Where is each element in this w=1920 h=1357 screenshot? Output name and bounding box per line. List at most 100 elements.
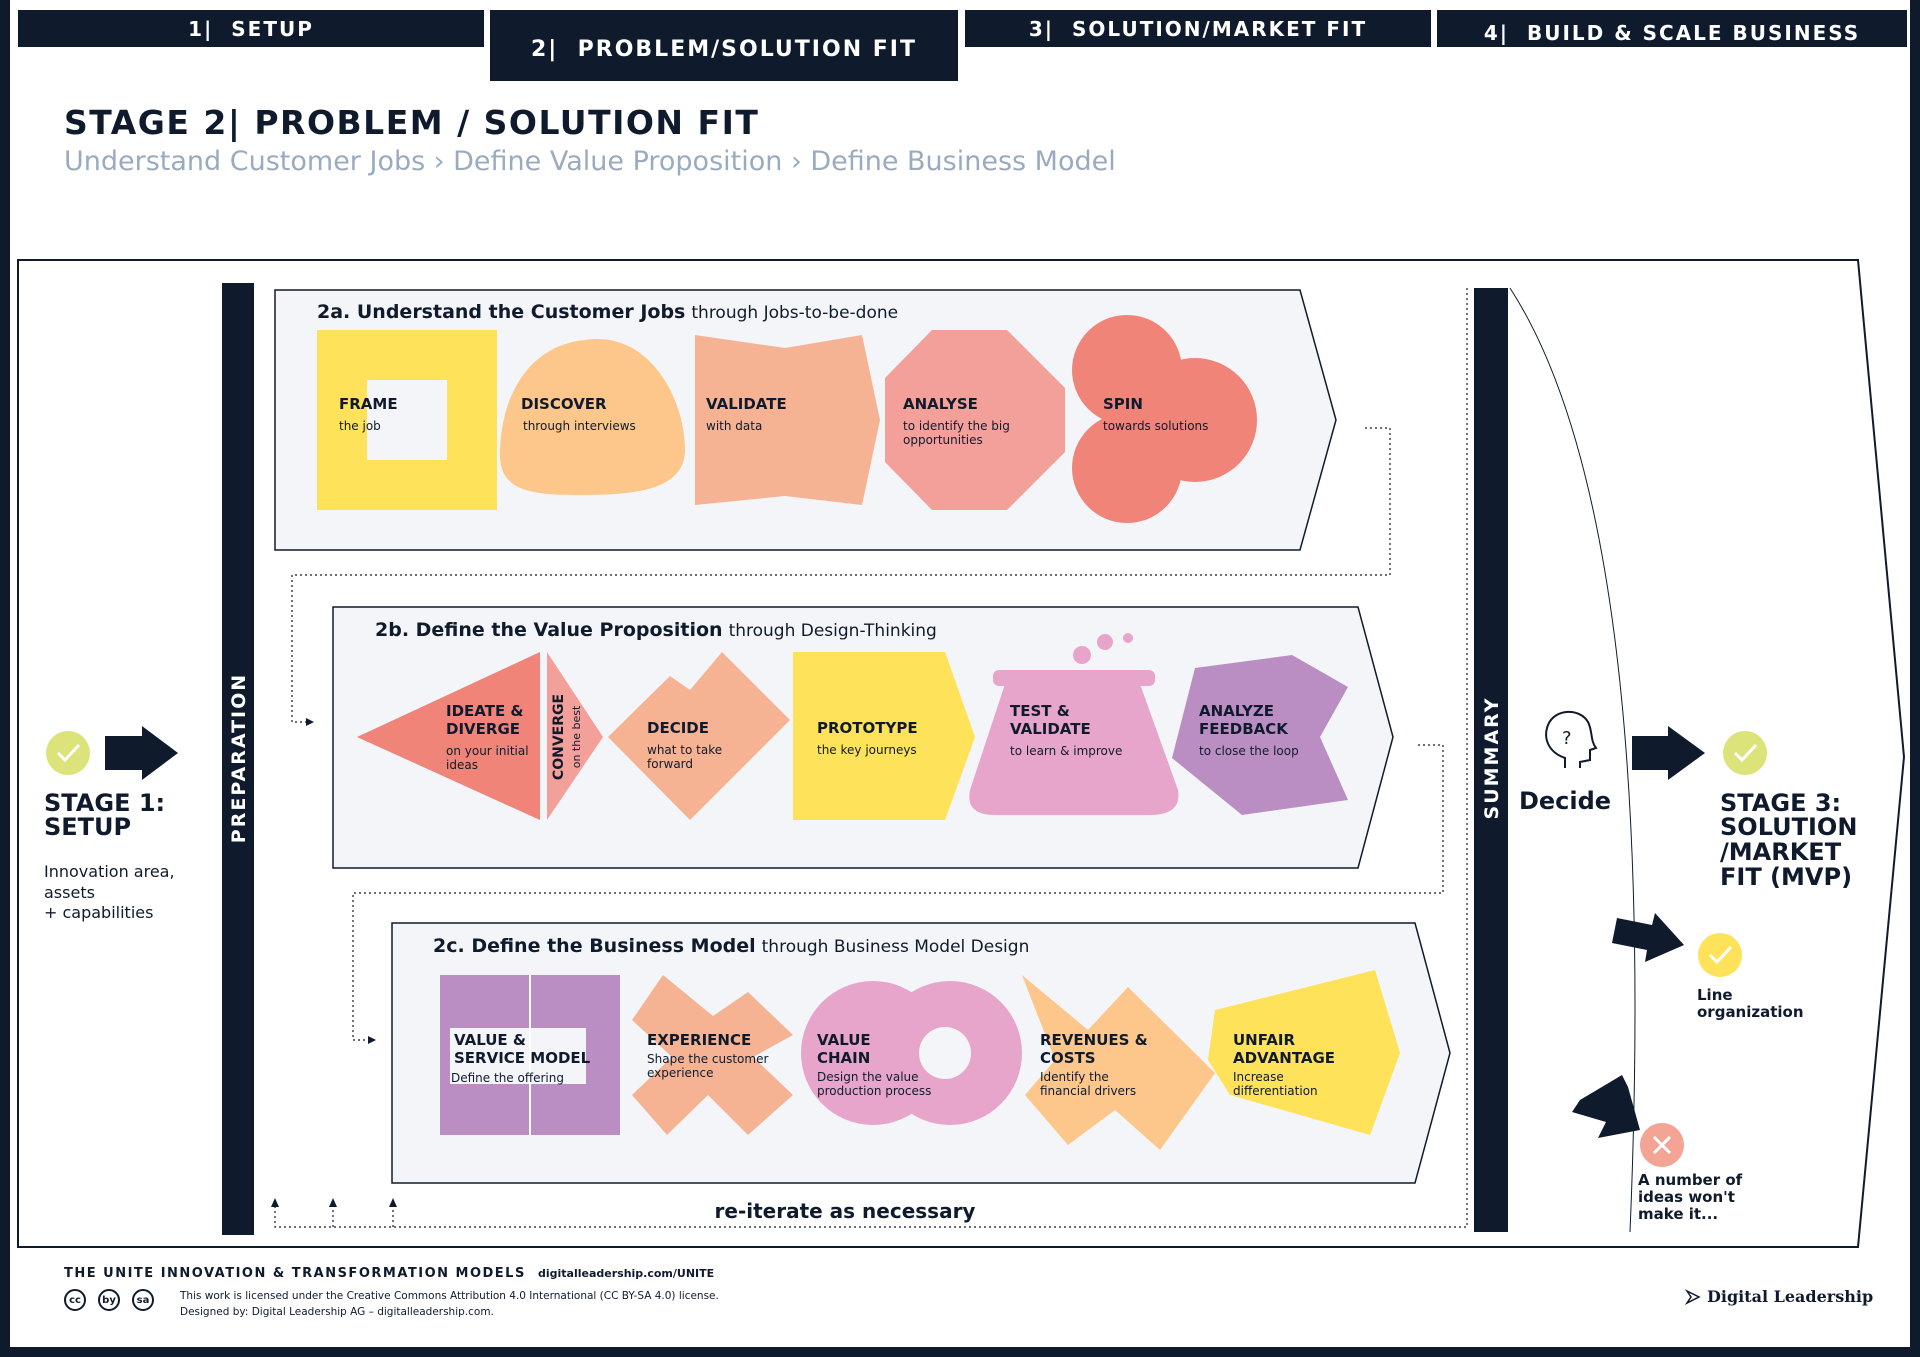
preparation-label: PREPARATION [228, 673, 250, 843]
tab-label: 2| PROBLEM/SOLUTION FIT [530, 37, 917, 62]
preparation-bar [222, 283, 254, 1235]
license-line: Designed by: Digital Leadership AG – dig… [180, 1306, 494, 1318]
value-chain-shape[interactable] [801, 981, 1022, 1125]
arrow-down-right-icon [1572, 1075, 1640, 1138]
reiterate-label: re-iterate as necessary [715, 1199, 976, 1223]
stage1-check [46, 731, 90, 775]
tab-solution-market-fit[interactable]: 3| SOLUTION/MARKET FIT [965, 10, 1431, 47]
stage3-check [1723, 731, 1767, 775]
step-sub: opportunities [903, 433, 983, 447]
close-icon [1652, 1135, 1672, 1155]
page-title: STAGE 2| PROBLEM / SOLUTION FIT [64, 103, 760, 142]
step-title: TEST & [1010, 702, 1070, 720]
prototype-shape[interactable] [793, 652, 975, 820]
step-sub: to identify the big [903, 419, 1010, 433]
step-title: DECIDE [647, 719, 709, 737]
step-title: REVENUES & [1040, 1031, 1148, 1049]
step-sub: differentiation [1233, 1084, 1318, 1098]
validate-shape[interactable] [695, 335, 880, 505]
step-title: VALIDATE [706, 395, 787, 413]
step-title: SERVICE MODEL [454, 1049, 591, 1067]
tab-label: 1| SETUP [188, 16, 314, 41]
arrow-right-icon [1612, 913, 1684, 962]
stage1-desc: + capabilities [44, 903, 153, 922]
step-title: VALIDATE [1010, 720, 1091, 738]
arrowhead-icon [271, 1198, 279, 1207]
step-title: COSTS [1040, 1049, 1096, 1067]
footer-license: This work is licensed under the Creative… [180, 1288, 719, 1320]
step-sub: experience [647, 1066, 714, 1080]
step-title: FEEDBACK [1199, 720, 1289, 738]
line-org-label: Line [1697, 986, 1733, 1004]
stage1-desc: assets [44, 883, 95, 902]
step-title: SPIN [1103, 395, 1143, 413]
cc-icon: cc [64, 1289, 86, 1311]
step-sub: Identify the [1040, 1070, 1109, 1084]
step-title: CHAIN [817, 1049, 870, 1067]
main-frame [17, 259, 1906, 1248]
flow-connectors [274, 288, 1468, 1228]
check-icon [1708, 945, 1733, 965]
arrowhead-icon [329, 1198, 337, 1207]
step-sub: ideas [446, 758, 478, 772]
step-sub: the key journeys [817, 743, 917, 757]
tab-label: 3| SOLUTION/MARKET FIT [1028, 16, 1368, 41]
svg-text:?: ? [1562, 728, 1572, 749]
step-title: ADVANTAGE [1233, 1049, 1335, 1067]
step-title: UNFAIR [1233, 1031, 1295, 1049]
fail-label: A number of [1638, 1171, 1743, 1189]
step-title: IDEATE & [446, 702, 524, 720]
step-title: ANALYSE [903, 395, 978, 413]
logo-mark-icon [1685, 1288, 1701, 1305]
step-sub: through interviews [523, 419, 636, 433]
step-sub: to learn & improve [1010, 744, 1122, 758]
analyze-feedback-shape[interactable] [1172, 655, 1348, 815]
decide-shape[interactable] [608, 652, 790, 820]
step-sub: Shape the customer [647, 1052, 768, 1066]
stage3-title: SOLUTION [1720, 813, 1857, 841]
step-sub: towards solutions [1103, 419, 1208, 433]
test-shape[interactable] [969, 633, 1179, 815]
check-icon [1733, 743, 1758, 763]
step-sub: production process [817, 1084, 931, 1098]
revenues-shape[interactable] [1022, 975, 1215, 1150]
arrowhead-icon [306, 718, 314, 726]
step-title: VALUE & [454, 1031, 526, 1049]
stage1-title: SETUP [44, 813, 131, 841]
step-sub: Increase [1233, 1070, 1284, 1084]
converge-shape[interactable] [547, 652, 603, 820]
line-org-label: organization [1697, 1003, 1804, 1021]
step-sub: Define the offering [451, 1071, 564, 1085]
logo-text: Digital Leadership [1707, 1287, 1874, 1306]
arrowhead-icon [368, 1036, 376, 1044]
stage3-title: FIT (MVP) [1720, 863, 1852, 891]
stage1-desc: Innovation area, [44, 862, 175, 881]
footer-url[interactable]: digitalleadership.com/UNITE [538, 1267, 715, 1280]
summary-bar [1474, 288, 1508, 1232]
value-service-shape[interactable] [440, 975, 620, 1135]
experience-shape[interactable] [632, 975, 793, 1135]
frame-shape[interactable] [317, 330, 497, 510]
arrow-right-icon [1632, 726, 1705, 780]
step-sub: with data [706, 419, 762, 433]
step-sub: the job [339, 419, 381, 433]
spin-shape[interactable] [1072, 315, 1257, 523]
footer-title: THE UNITE INNOVATION & TRANSFORMATION MO… [64, 1266, 526, 1281]
tab-build-scale[interactable]: 4| BUILD & SCALE BUSINESS [1437, 10, 1907, 47]
tab-setup[interactable]: 1| SETUP [18, 10, 484, 47]
stage3-title: /MARKET [1720, 838, 1842, 866]
fail-label: ideas won't [1638, 1188, 1735, 1206]
check-icon [56, 743, 81, 763]
analyse-shape[interactable] [885, 330, 1065, 510]
unfair-advantage-shape[interactable] [1208, 970, 1400, 1135]
step-title: ANALYZE [1199, 702, 1274, 720]
discover-shape[interactable] [500, 339, 685, 495]
tab-problem-solution-fit[interactable]: 2| PROBLEM/SOLUTION FIT [490, 10, 958, 81]
decide-curve [1509, 287, 1636, 1233]
step-title: DIVERGE [446, 720, 520, 738]
head-question-icon: ? [1545, 710, 1598, 768]
ideate-shape[interactable] [357, 652, 540, 820]
